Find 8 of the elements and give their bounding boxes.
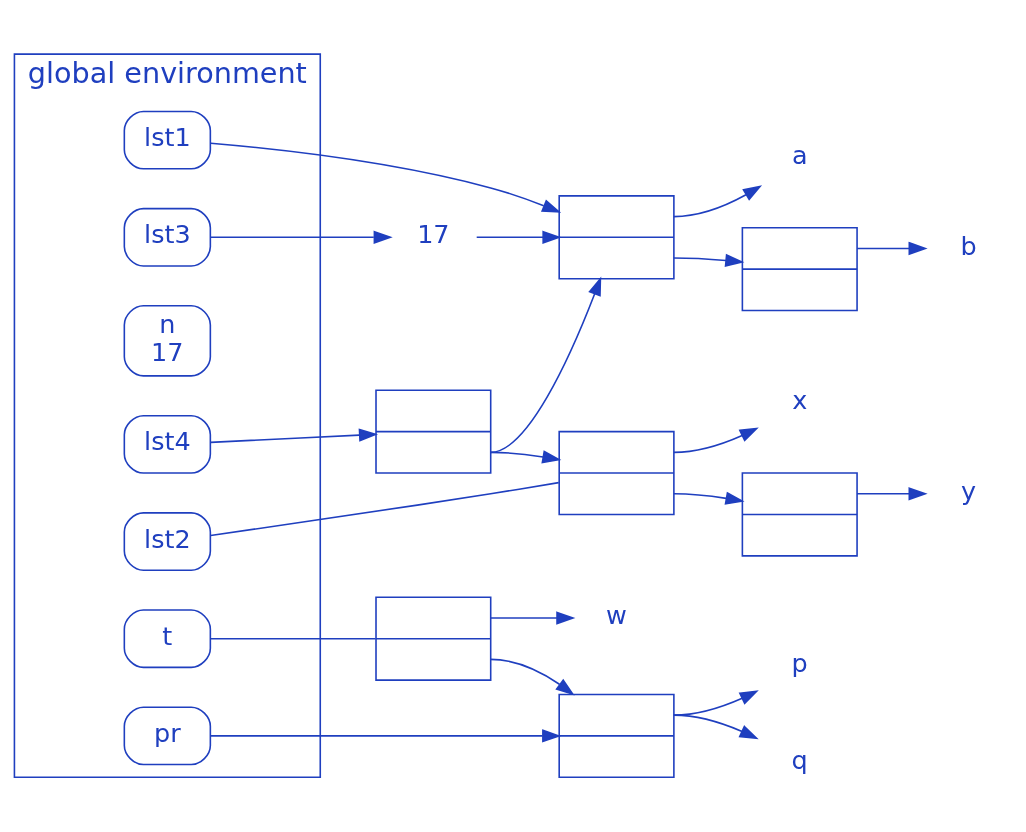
node-text: x bbox=[792, 384, 808, 415]
node-text: w bbox=[606, 599, 627, 630]
node-text: b bbox=[960, 230, 977, 260]
node-text: 17 bbox=[417, 218, 450, 249]
node-text: p bbox=[791, 647, 808, 678]
node-text: a bbox=[791, 139, 808, 170]
node-text: q bbox=[791, 744, 808, 775]
node-text: y bbox=[961, 475, 977, 506]
